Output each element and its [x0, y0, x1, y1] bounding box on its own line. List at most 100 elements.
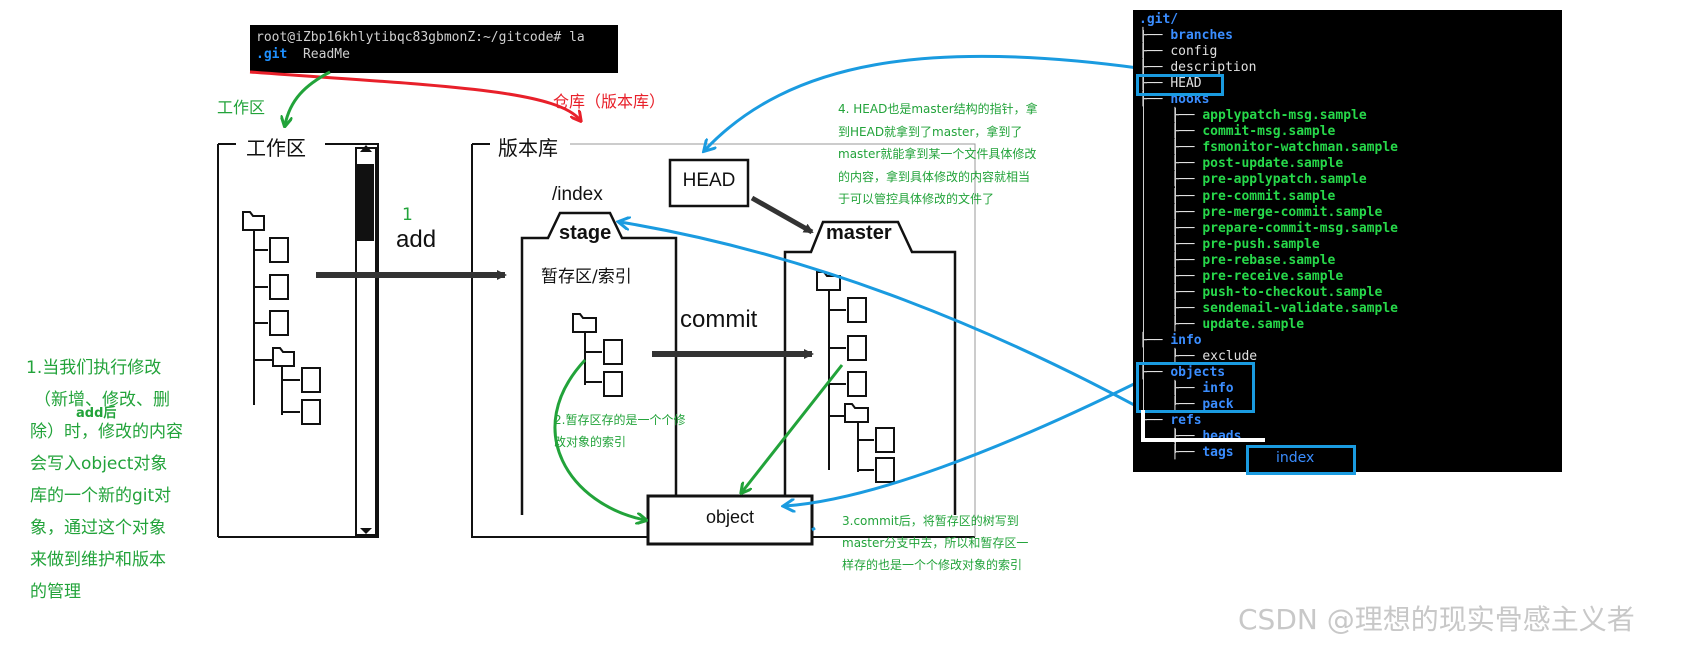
red-git-arrow: [249, 70, 580, 120]
note-2: 2.暂存区存的是一个个修 改对象的索引: [554, 409, 734, 453]
note-4-line-2: 到HEAD就拿到了master，拿到了: [838, 124, 1023, 139]
tree-branch-glyph: ├──: [1171, 300, 1203, 316]
git-tree-item: ├── pre-rebase.sample: [1171, 253, 1335, 269]
add-step-number: 1: [402, 205, 413, 225]
tree-branch-glyph: ├──: [1171, 268, 1203, 284]
tree-branch-glyph: ├──: [1171, 204, 1203, 220]
tree-subtrunk-line: [1175, 108, 1176, 325]
note-1-line-7: 来做到维护和版本: [30, 550, 166, 570]
note-3-line-1: 3.commit后，将暂存区的树写到: [842, 514, 1019, 528]
tree-subtrunk-line: [1175, 349, 1176, 357]
tree-branch-glyph: ├──: [1171, 108, 1203, 124]
git-tree-item: ├── sendemail-validate.sample: [1171, 301, 1398, 317]
stage-label: stage: [559, 222, 612, 244]
note-4-line-5: 于可以管控具体修改的文件了: [838, 192, 995, 206]
tree-branch-glyph: ├──: [1171, 381, 1203, 397]
tree-branch-glyph: ├──: [1139, 365, 1171, 381]
git-tree-item-label: config: [1170, 44, 1218, 60]
add-label: add: [396, 226, 437, 253]
tree-branch-glyph: ├──: [1171, 445, 1203, 461]
git-tree-item-label: exclude: [1202, 349, 1258, 364]
terminal-prompt: root@iZbp16khlytibqc83gbmonZ:~/gitcode# …: [256, 30, 585, 45]
git-tree-item-label: tags: [1202, 445, 1234, 461]
tree-branch-glyph: ├──: [1139, 76, 1171, 92]
note-1-line-6: 象，通过这个对象: [30, 518, 166, 538]
tree-trunk-line: [1143, 30, 1144, 430]
index-label: /index: [552, 184, 603, 205]
tree-branch-glyph: ├──: [1171, 349, 1203, 364]
git-tree-item: ├── HEAD: [1139, 76, 1202, 92]
workspace-frame: [217, 143, 379, 538]
note-1-line-5: 库的一个新的git对: [30, 486, 172, 506]
tree-branch-glyph: ├──: [1171, 252, 1203, 268]
git-tree-item-label: commit-msg.sample: [1202, 124, 1336, 140]
git-tree-item-label: branches: [1170, 28, 1233, 43]
note-4-line-1: 4. HEAD也是master结构的指针，拿: [838, 102, 1038, 116]
git-tree-item-label: pre-rebase.sample: [1202, 252, 1336, 268]
note-1: 1.当我们执行修改 （新增、修改、删 除）时，修改的内容 会写入object对象…: [26, 352, 216, 608]
git-tree-item-label: fsmonitor-watchman.sample: [1202, 140, 1398, 156]
git-tree-item: ├── push-to-checkout.sample: [1171, 285, 1382, 301]
blue-object-arrow: [785, 380, 1139, 506]
note-4: 4. HEAD也是master结构的指针，拿 到HEAD就拿到了master，拿…: [838, 98, 1088, 211]
git-tree-item: ├── commit-msg.sample: [1171, 124, 1335, 140]
note-1-line-4: 会写入object对象: [30, 454, 168, 474]
git-tree-item-label: prepare-commit-msg.sample: [1202, 220, 1398, 236]
stage-container: [520, 211, 678, 515]
blue-head-arrow: [705, 54, 1139, 150]
tree-branch-glyph: ├──: [1139, 60, 1171, 76]
note-1-add-overlay: add后: [76, 406, 117, 421]
git-tree-item: ├── description: [1139, 60, 1256, 76]
tree-branch-glyph: ├──: [1139, 44, 1171, 60]
workspace-file-tree-icon: [242, 211, 321, 425]
note-1-line-2: （新增、修改、删: [34, 390, 170, 410]
git-tree-item: ├── branches: [1139, 28, 1233, 44]
stage-file-tree-icon: [572, 313, 623, 397]
git-tree-item-label: pre-commit.sample: [1202, 188, 1336, 204]
git-tree-refs-tags-overlay: [1141, 410, 1265, 442]
workspace-box-title: 工作区: [244, 132, 308, 161]
git-tree-item-label: objects: [1170, 365, 1226, 381]
git-tree-item-label: info: [1202, 381, 1234, 397]
note-1-line-1: 1.当我们执行修改: [26, 358, 162, 378]
tree-branch-glyph: ├──: [1171, 156, 1203, 172]
git-tree-item: ├── config: [1139, 44, 1217, 60]
git-tree-item: ├── pre-merge-commit.sample: [1171, 205, 1382, 221]
git-tree-objects-highlight: [1136, 362, 1255, 413]
git-tree-panel: .git/ ├── branches├── config├── descript…: [1133, 10, 1562, 475]
workspace-green-label: 工作区: [217, 98, 266, 117]
note-2-line-1: 2.暂存区存的是一个个修: [554, 413, 686, 427]
tree-branch-glyph: ├──: [1171, 236, 1203, 252]
master-container: [783, 220, 957, 515]
tree-branch-glyph: ├──: [1171, 140, 1203, 156]
git-tree-root: .git/: [1139, 12, 1179, 27]
repository-box-title: 版本库: [496, 132, 560, 161]
git-tree-item-label: sendemail-validate.sample: [1202, 300, 1398, 316]
tree-branch-glyph: ├──: [1171, 172, 1203, 188]
git-tree-item-label: post-update.sample: [1202, 156, 1344, 172]
tree-branch-glyph: ├──: [1171, 220, 1203, 236]
tree-branch-glyph: ├──: [1139, 332, 1171, 348]
git-tree-item: ├── pack: [1171, 397, 1234, 413]
tree-branch-glyph: ├──: [1139, 28, 1171, 43]
git-tree-item: ├── update.sample: [1171, 317, 1304, 333]
object-label: object: [705, 507, 755, 527]
note-4-line-3: master就能拿到某一个文件具体修改: [838, 147, 1037, 161]
note-3: 3.commit后，将暂存区的树写到 master分支中去，所以和暂存区一 样存…: [842, 510, 1082, 576]
csdn-watermark: CSDN @理想的现实骨感主义者: [1238, 603, 1635, 636]
note-2-line-2: 改对象的索引: [554, 435, 627, 449]
git-tree-item: ├── post-update.sample: [1171, 156, 1343, 172]
git-tree-item: ├── applypatch-msg.sample: [1171, 108, 1367, 124]
git-tree-item-label: pre-receive.sample: [1202, 268, 1344, 284]
note-4-line-4: 的内容，拿到具体修改的内容就相当: [838, 169, 1031, 184]
git-tree-item-label: description: [1170, 60, 1257, 76]
note-1-line-3: 除）时，修改的内容: [30, 422, 183, 442]
head-label: HEAD: [682, 170, 736, 191]
git-tree-item: ├── pre-applypatch.sample: [1171, 172, 1367, 188]
git-tree-item: ├── fsmonitor-watchman.sample: [1171, 140, 1398, 156]
git-tree-item: ├── pre-commit.sample: [1171, 189, 1335, 205]
git-tree-index-box: [1246, 445, 1356, 475]
master-label: master: [826, 222, 892, 244]
repository-red-label: 仓库（版本库）: [553, 92, 666, 111]
